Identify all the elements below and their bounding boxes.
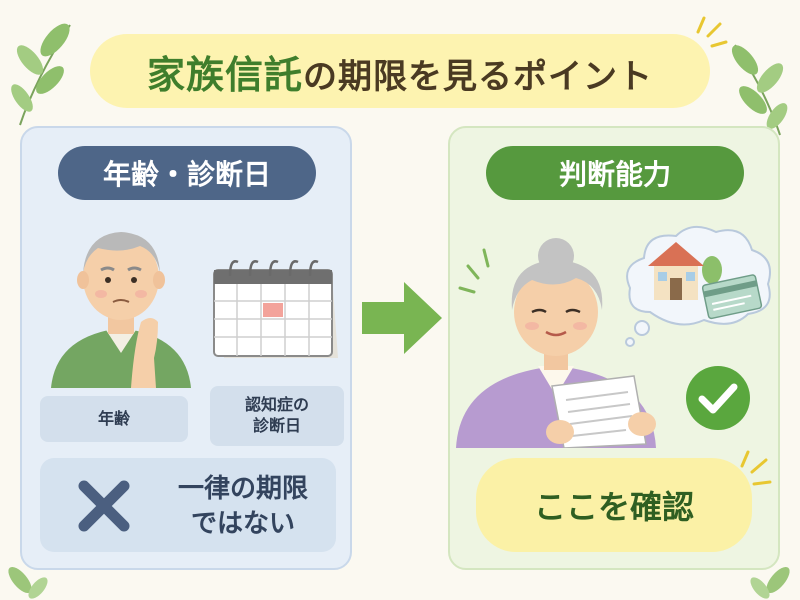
thought-bubble-house-icon: [625, 225, 771, 347]
calendar-icon: [213, 260, 338, 358]
age-label: 年齢: [40, 396, 188, 442]
title-rest: の期限を見るポイント: [303, 56, 653, 97]
page-title: 家族信託の期限を見るポイント: [147, 44, 653, 99]
no-text-line1: 一律の期限: [177, 474, 308, 504]
diagnosis-label-line1: 認知症の: [244, 395, 309, 415]
elderly-man-thinking-icon: [51, 232, 191, 388]
sparkle-title-icon: [696, 16, 728, 48]
elderly-woman-reading-icon: [456, 238, 656, 448]
leaf-bottom-right-icon: [750, 566, 790, 599]
age-diagnosis-panel: 年齢・診断日: [20, 126, 352, 570]
diagnosis-date-label: 認知症の 診断日: [210, 386, 344, 446]
leaf-bottom-left-icon: [8, 566, 48, 599]
age-diagnosis-header: 年齢・診断日: [58, 146, 316, 200]
cross-icon: [78, 480, 130, 532]
no-uniform-deadline-box: 一律の期限 ではない: [40, 458, 336, 552]
sparkle-confirm-icon: [740, 450, 772, 486]
check-here-text: ここを確認: [533, 488, 694, 526]
leaf-right-icon: [731, 44, 788, 136]
no-text-line2: ではない: [190, 509, 295, 540]
leaf-left-icon: [11, 23, 71, 126]
check-circle-icon: [686, 366, 750, 430]
diagnosis-label-line2: 診断日: [252, 416, 301, 435]
judgment-ability-header: 判断能力: [486, 146, 744, 200]
no-uniform-deadline-text: 一律の期限 ではない: [158, 472, 328, 542]
judgment-ability-panel: 判断能力: [448, 126, 780, 570]
title-banner: 家族信託の期限を見るポイント: [90, 34, 710, 108]
check-here-box: ここを確認: [476, 458, 752, 552]
arrow-right-icon: [362, 282, 442, 354]
title-emphasis: 家族信託: [146, 52, 303, 97]
